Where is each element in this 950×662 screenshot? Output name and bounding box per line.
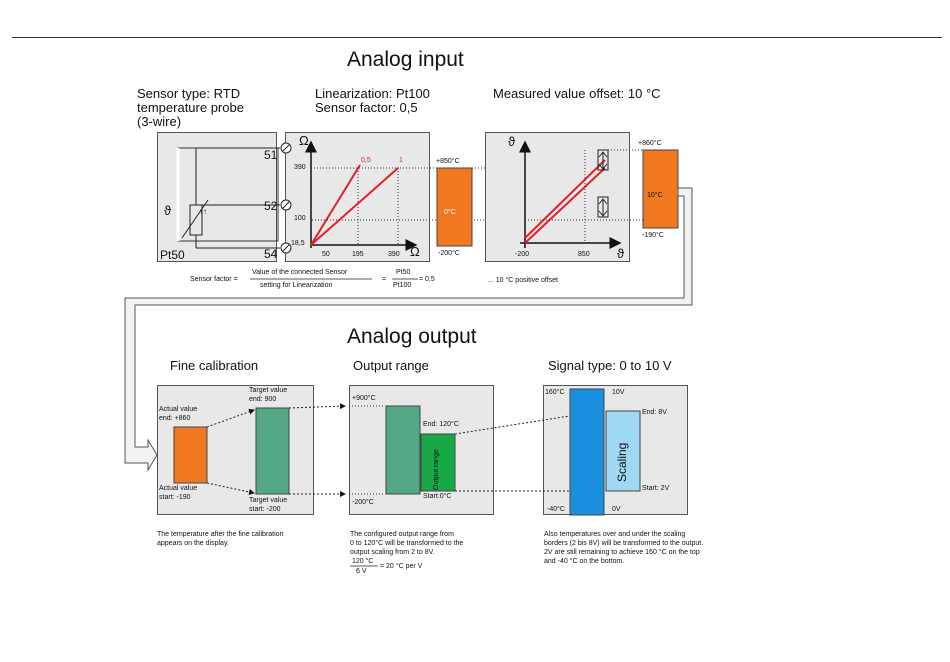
formula-prefix: Sensor factor = (190, 276, 238, 283)
lin-x-tick-50: 50 (322, 251, 330, 258)
range-bar-input (436, 167, 473, 247)
sensor-type-label-3: (3-wire) (137, 114, 182, 129)
target-start-label: Target value (249, 497, 288, 504)
analog-input-title: Analog input (347, 48, 464, 71)
range-bar-offset (642, 149, 679, 229)
signal-top-temp: 160°C (545, 389, 565, 396)
formula-numerator: Value of the connected Sensor (252, 269, 348, 276)
output-note-1: The configured output range from (350, 531, 454, 538)
range-1-top: +850°C (436, 158, 460, 165)
fine-calibration-note-1: The temperature after the fine calibrati… (157, 531, 284, 538)
sensor-type-label-2: temperature probe (137, 100, 244, 115)
signal-end: End: 8V (642, 409, 667, 416)
lin-y-tick-100: 100 (294, 215, 306, 222)
scaling-bar (605, 410, 641, 492)
output-bottom: -200°C (352, 499, 374, 506)
actual-value-bar (173, 426, 208, 484)
curve-label-1: 1 (399, 157, 403, 164)
target-end-label: Target value (249, 387, 288, 394)
range-2-top: +860°C (638, 140, 662, 147)
curve-1 (310, 167, 399, 246)
terminal-51-label: 51 (264, 148, 278, 162)
signal-note-1: Also temperatures over and under the sca… (544, 531, 686, 538)
range-2-mid: 10°C (647, 192, 663, 199)
svg-text:↑↑: ↑↑ (199, 207, 207, 216)
signal-top-v: 10V (612, 389, 625, 396)
offset-line-lower (524, 167, 606, 244)
signal-full-bar (569, 388, 605, 516)
terminal-54-label: 54 (264, 247, 278, 261)
top-rule (12, 37, 942, 38)
output-note-3: output scaling from 2 to 8V. (350, 549, 435, 556)
lin-x-tick-390: 390 (388, 251, 400, 258)
fine-calibration-note-2: appears on the display. (157, 540, 229, 547)
output-range-bar-label: Output range (433, 449, 440, 490)
theta-symbol: ϑ (164, 203, 172, 218)
lin-x-tick-195: 195 (352, 251, 364, 258)
formula-eq: = (382, 276, 387, 283)
offset-note: ... 10 °C positive offset (488, 277, 558, 284)
formula-den2: Pt100 (393, 282, 412, 289)
linearization-label: Linearization: Pt100 (315, 86, 430, 101)
offset-x-axis-symbol: ϑ (617, 246, 625, 261)
actual-end-value: end: +860 (159, 415, 191, 422)
offset-x-tick-neg200: -200 (515, 251, 530, 258)
lin-y-tick-390: 390 (294, 164, 306, 171)
offset-x-tick-850: 850 (578, 251, 590, 258)
terminal-52-label: 52 (264, 199, 278, 213)
curve-label-0-5: 0,5 (361, 157, 371, 164)
signal-title: Signal type: 0 to 10 V (548, 358, 672, 373)
output-range-full-bar (385, 405, 421, 495)
range-2-bottom: -190°C (642, 232, 664, 239)
output-start: Start:0°C (423, 493, 452, 500)
scaling-label: Scaling (615, 442, 629, 482)
lin-y-tick-18-5: 18,5 (291, 240, 305, 247)
output-note-2: 0 to 120°C will be transformed to the (350, 540, 464, 547)
range-1-bottom: -200°C (438, 250, 460, 257)
flow-arrow (124, 187, 693, 472)
sensor-type-label: Sensor type: RTD (137, 86, 241, 101)
actual-start-value: start: -190 (159, 494, 191, 501)
output-top: +900°C (352, 395, 376, 402)
signal-bottom-v: 0V (612, 506, 621, 513)
formula-denominator: setting for Linearization (260, 282, 333, 289)
signal-note-3: 2V are still remaining to achieve 160 °C… (544, 549, 700, 556)
sensor-factor-label: Sensor factor: 0,5 (315, 100, 418, 115)
formula-num2: Pt50 (396, 269, 411, 276)
output-frac-num: 120 °C (352, 558, 374, 565)
actual-end-label: Actual value (159, 406, 198, 413)
offset-title: Measured value offset: 10 °C (493, 86, 661, 101)
formula-result: = 0,5 (419, 276, 435, 283)
range-1-mid: 0°C (444, 209, 456, 216)
offset-line-upper (524, 159, 606, 239)
output-frac-result: = 20 °C per V (380, 563, 423, 570)
offset-arrow-mid-icon (597, 196, 609, 218)
lin-y-axis-symbol: Ω (299, 133, 309, 148)
signal-note-4: and -40 °C on the bottom. (544, 558, 625, 565)
fine-calibration-title: Fine calibration (170, 358, 259, 373)
curve-0-5 (310, 164, 361, 246)
signal-bottom-temp: -40°C (547, 506, 565, 513)
offset-arrow-top-icon (597, 149, 609, 171)
lin-x-axis-symbol: Ω (410, 244, 420, 259)
analog-output-title: Analog output (347, 325, 477, 348)
output-end: End: 120°C (423, 421, 459, 428)
offset-y-axis-symbol: ϑ (508, 134, 516, 149)
target-value-bar (255, 407, 290, 495)
sensor-name: Pt50 (160, 248, 185, 262)
signal-note-2: borders (2 bis 8V) will be transformed t… (544, 540, 704, 547)
actual-start-label: Actual value (159, 485, 198, 492)
output-frac-den: 6 V (356, 568, 367, 575)
target-start-value: start: -200 (249, 506, 281, 513)
target-end-value: end: 900 (249, 396, 277, 403)
output-range-bar (420, 433, 456, 492)
output-range-title: Output range (353, 358, 429, 373)
signal-start: Start: 2V (642, 485, 670, 492)
